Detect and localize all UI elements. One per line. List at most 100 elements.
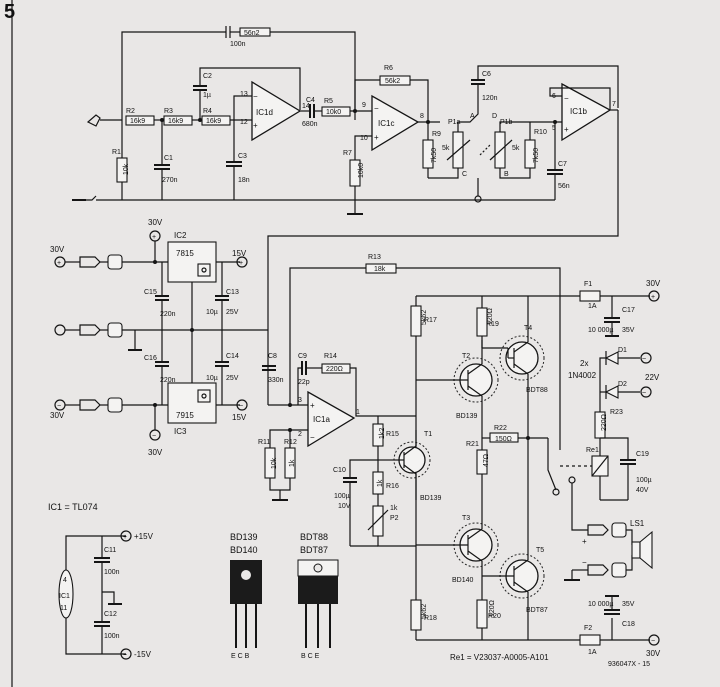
c-top-label: 56n2 [244, 30, 260, 37]
svg-text:−: − [651, 638, 655, 645]
supply-section: 30V + 30V − 30V + 30V − [50, 218, 268, 457]
r13-value: 18k [374, 266, 386, 273]
r7-label: R7 [343, 150, 352, 157]
svg-text:−: − [123, 652, 127, 659]
c4-label: C4 [306, 97, 315, 104]
svg-text:12: 12 [240, 119, 248, 126]
t2-part: BD139 [456, 413, 478, 420]
svg-text:30V: 30V [148, 448, 163, 457]
ic1d-label: IC1d [256, 108, 273, 117]
r3-value: 16k9 [168, 118, 183, 125]
r7-value: 10k0 [358, 163, 365, 178]
p1a-label: P1a [448, 119, 461, 126]
package-bdt87-bdt88: BDT88 BDT87 B C E [297, 532, 339, 660]
c2-value: 1µ [203, 92, 211, 99]
svg-text:8: 8 [420, 113, 424, 120]
svg-text:−: − [374, 104, 379, 113]
supply-30v-bottom: 30V [50, 411, 65, 420]
f2-value: 1A [588, 649, 597, 656]
c9-value: 22p [298, 379, 310, 386]
r22-value: 150Ω [495, 436, 512, 443]
c2-label: C2 [203, 73, 212, 80]
svg-text:25V: 25V [226, 375, 239, 382]
svg-text:9: 9 [362, 102, 366, 109]
t3-part: BD140 [452, 577, 474, 584]
r10-label: R10 [534, 129, 547, 136]
svg-text:A: A [470, 113, 475, 120]
ic1-note: IC1 = TL074 [48, 502, 98, 512]
diode-part: 1N4002 [568, 371, 597, 380]
svg-text:35V: 35V [622, 601, 635, 608]
c7-value: 56n [558, 183, 570, 190]
r21-value: 47Ω [483, 454, 490, 467]
svg-text:−: − [310, 433, 315, 442]
r10-value: 7k50 [533, 148, 540, 163]
t5-label: T5 [536, 547, 544, 554]
ls1-label: LS1 [630, 519, 645, 528]
amplifier-section: R13 18k F1 1A 30V + C17 10 000µ 35V C8 3… [258, 254, 661, 658]
ic1b-label: IC1b [570, 107, 587, 116]
r4-value: 16k9 [206, 118, 221, 125]
svg-text:+: + [57, 260, 61, 267]
c18-label: C18 [622, 621, 635, 628]
regulator-7915: 7915 [176, 411, 194, 420]
r21-label: R21 [466, 441, 479, 448]
supply-minus15: -15V [134, 650, 152, 659]
c13-label: C13 [226, 289, 239, 296]
ic1a-label: IC1a [313, 415, 330, 424]
c13-value: 10µ [206, 309, 218, 316]
r23-value: 220Ω [601, 414, 608, 431]
svg-text:−: − [239, 403, 243, 410]
relay-note: Re1 = V23037-A0005-A101 [450, 653, 549, 662]
c18-value: 10 000µ [588, 601, 613, 608]
c-top-value: 100n [230, 41, 246, 48]
c4-value: 680n [302, 121, 318, 128]
svg-text:+: + [310, 401, 315, 410]
c9-label: C9 [298, 353, 307, 360]
r4-label: R4 [203, 108, 212, 115]
supply-30v-top: 30V [50, 245, 65, 254]
figure-number: 5 [4, 1, 15, 23]
c19-label: C19 [636, 451, 649, 458]
c6-value: 120n [482, 95, 498, 102]
r20-value: 120Ω [489, 600, 496, 617]
r6-label: R6 [384, 65, 393, 72]
r22-label: R22 [494, 425, 507, 432]
svg-text:~: ~ [642, 390, 646, 397]
r13-label: R13 [368, 254, 381, 261]
c8-value: 330n [268, 377, 284, 384]
r12-value: 1k [289, 459, 296, 467]
r16-label: R16 [386, 483, 399, 490]
c15-label: C15 [144, 289, 157, 296]
c15-value: 220n [160, 311, 176, 318]
t3-label: T3 [462, 515, 470, 522]
svg-text:−: − [152, 433, 156, 440]
r3-label: R3 [164, 108, 173, 115]
r5-label: R5 [324, 98, 333, 105]
supply-15v-neg: 15V [232, 413, 247, 422]
svg-text:−: − [253, 92, 258, 101]
r15-value: 1k2 [379, 428, 386, 439]
supply-plus15: +15V [134, 532, 154, 541]
svg-text:+: + [651, 294, 655, 301]
svg-text:25V: 25V [226, 309, 239, 316]
c11-label: C11 [104, 547, 116, 554]
d1-label: D1 [618, 347, 627, 354]
svg-text:+: + [152, 234, 156, 241]
r18-value: 5k62 [421, 604, 428, 619]
r9-label: R9 [432, 131, 441, 138]
svg-text:5: 5 [552, 125, 556, 132]
c16-value: 220n [160, 377, 176, 384]
c11-value: 100n [104, 569, 120, 576]
svg-text:~: ~ [642, 356, 646, 363]
svg-text:+: + [374, 133, 379, 142]
svg-text:+: + [582, 537, 587, 546]
t2-label: T2 [462, 353, 470, 360]
svg-text:B: B [504, 171, 509, 178]
r19-value: 120Ω [487, 308, 494, 325]
r11-value: 10k [271, 457, 278, 469]
svg-text:−: − [57, 403, 61, 410]
package-large-pins: B C E [301, 653, 320, 660]
r11-label: R11 [258, 439, 270, 446]
figure-code: 936047X - 15 [608, 661, 650, 668]
